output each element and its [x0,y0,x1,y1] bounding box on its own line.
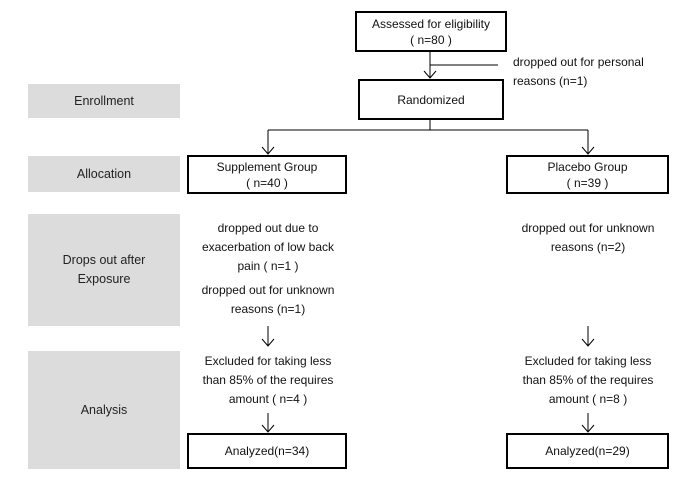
supplement-excluded-line2: than 85% of the requires [202,373,334,387]
randomized-box: Randomized [358,79,504,120]
placebo-analyzed-box: Analyzed(n=29) [506,433,669,469]
placebo-group-box: Placebo Group ( n=39 ) [506,155,669,194]
personal-dropout-note: dropped out for personal reasons (n=1) [513,53,683,91]
supplement-dropout-exacerbation: dropped out due to exacerbation of low b… [193,219,343,276]
stage-analysis: Analysis [28,351,180,469]
stage-enrollment: Enrollment [28,84,180,118]
placebo-analyzed-label: Analyzed(n=29) [545,444,630,458]
placebo-excluded-note: Excluded for taking less than 85% of the… [508,352,668,409]
placebo-drop-line2: reasons (n=2) [550,240,626,254]
assessed-count: ( n=80 ) [410,32,452,47]
personal-dropout-line1: dropped out for personal [513,55,644,69]
stage-drops-out: Drops out after Exposure [28,214,180,326]
supplement-excluded-line1: Excluded for taking less [204,354,332,368]
supplement-drop-b-line1: dropped out for unknown [201,283,335,297]
supplement-dropout-unknown: dropped out for unknown reasons (n=1) [193,281,343,319]
personal-dropout-line2: reasons (n=1) [513,74,588,88]
supplement-group-box: Supplement Group ( n=40 ) [187,155,347,194]
stage-enrollment-label: Enrollment [74,93,134,108]
assessed-box: Assessed for eligibility ( n=80 ) [355,11,507,52]
supplement-analyzed-box: Analyzed(n=34) [187,433,347,469]
supplement-group-title: Supplement Group [216,159,318,174]
placebo-group-count: ( n=39 ) [566,175,609,190]
stage-drops-label-line2: Exposure [77,272,131,286]
supplement-group-count: ( n=40 ) [246,175,288,190]
randomized-label: Randomized [397,92,465,107]
placebo-excluded-line3: amount ( n=8 ) [548,392,628,406]
supplement-analyzed-label: Analyzed(n=34) [224,444,310,458]
supplement-drop-a-line1: dropped out due to [217,221,319,235]
assessed-title: Assessed for eligibility [371,16,491,31]
placebo-drop-line1: dropped out for unknown [521,221,655,235]
supplement-drop-b-line2: reasons (n=1) [230,302,306,316]
supplement-drop-a-line3: pain ( n=1 ) [237,259,299,273]
placebo-excluded-line1: Excluded for taking less [524,354,652,368]
supplement-drop-a-line2: exacerbation of low back [201,240,335,254]
stage-allocation-label: Allocation [76,166,132,181]
placebo-group-title: Placebo Group [547,159,628,174]
stage-analysis-label: Analysis [80,402,128,417]
placebo-dropout-unknown: dropped out for unknown reasons (n=2) [508,219,668,257]
stage-allocation: Allocation [28,156,180,192]
stage-drops-label-line1: Drops out after [62,253,146,267]
placebo-excluded-line2: than 85% of the requires [522,373,654,387]
supplement-excluded-note: Excluded for taking less than 85% of the… [193,352,343,409]
supplement-excluded-line3: amount ( n=4 ) [228,392,308,406]
